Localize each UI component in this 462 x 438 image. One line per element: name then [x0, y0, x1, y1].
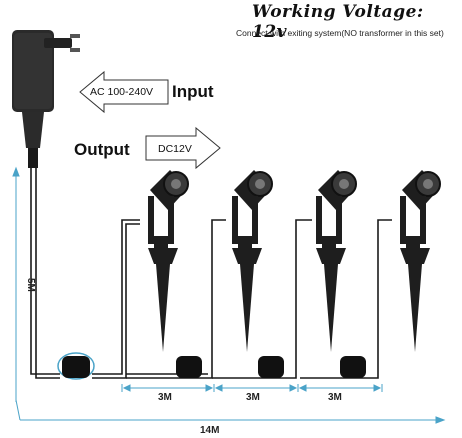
power-adapter	[12, 30, 80, 168]
vertical-cable-length: 5M	[25, 278, 36, 292]
spotlight-3	[316, 170, 357, 352]
input-spec: AC 100-240V	[90, 86, 154, 98]
output-label: Output	[74, 140, 130, 159]
output-spec: DC12V	[158, 143, 192, 155]
cable-layout	[30, 168, 392, 379]
cable-coils	[57, 352, 366, 380]
spotlight-1	[148, 170, 189, 352]
spotlight-group	[148, 170, 441, 352]
input-label: Input	[172, 82, 214, 101]
page-title: Working Voltage: 12v	[252, 2, 424, 42]
spotlight-2	[232, 170, 273, 352]
segment-length-3: 3M	[328, 392, 342, 403]
output-arrow	[145, 126, 221, 170]
page-subtitle: Connect with exiting system(NO transform…	[236, 28, 444, 38]
segment-length-2: 3M	[246, 392, 260, 403]
spotlight-4	[400, 170, 441, 352]
segment-length-1: 3M	[158, 392, 172, 403]
total-length: 14M	[200, 425, 220, 436]
input-arrow	[79, 70, 169, 114]
dimension-lines	[12, 166, 446, 424]
